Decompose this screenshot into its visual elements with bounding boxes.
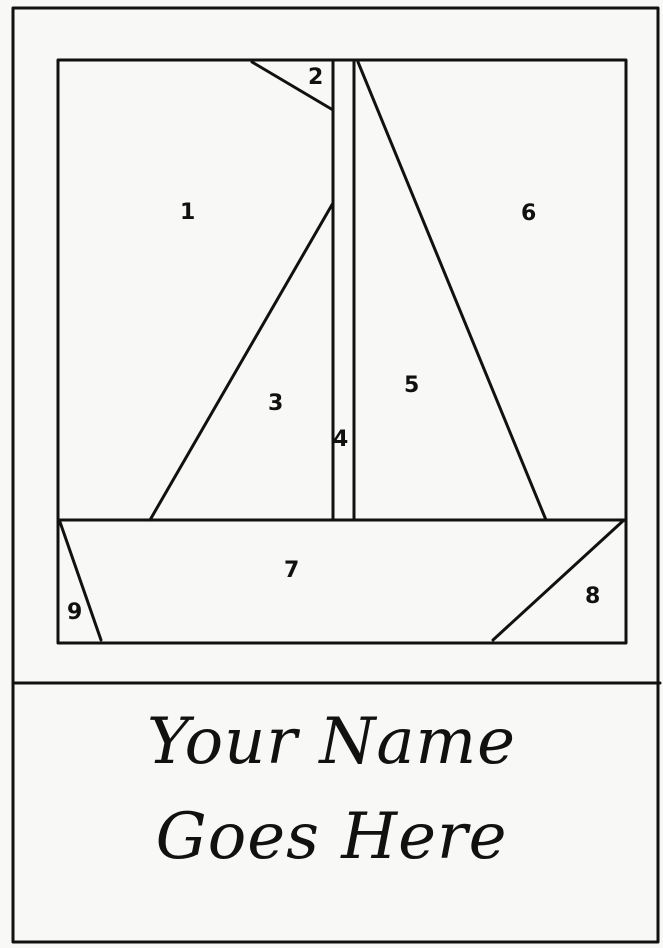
right-sail-edge (358, 62, 546, 520)
piece-1-label: 1 (180, 200, 195, 225)
block-border (58, 60, 626, 643)
piece-6-label: 6 (521, 201, 536, 226)
piece-3-label: 3 (268, 391, 283, 416)
piece-4-label: 4 (333, 427, 348, 452)
piece-5-label: 5 (404, 373, 419, 398)
piece-7-label: 7 (284, 558, 299, 583)
piece-8-label: 8 (585, 584, 600, 609)
piece-8-seam (493, 520, 624, 640)
name-line-1: Your Name (0, 705, 663, 779)
name-line-2: Goes Here (0, 800, 663, 874)
piece-9-label: 9 (67, 600, 82, 625)
left-sail-edge (150, 203, 333, 520)
piece-2-label: 2 (308, 65, 323, 90)
